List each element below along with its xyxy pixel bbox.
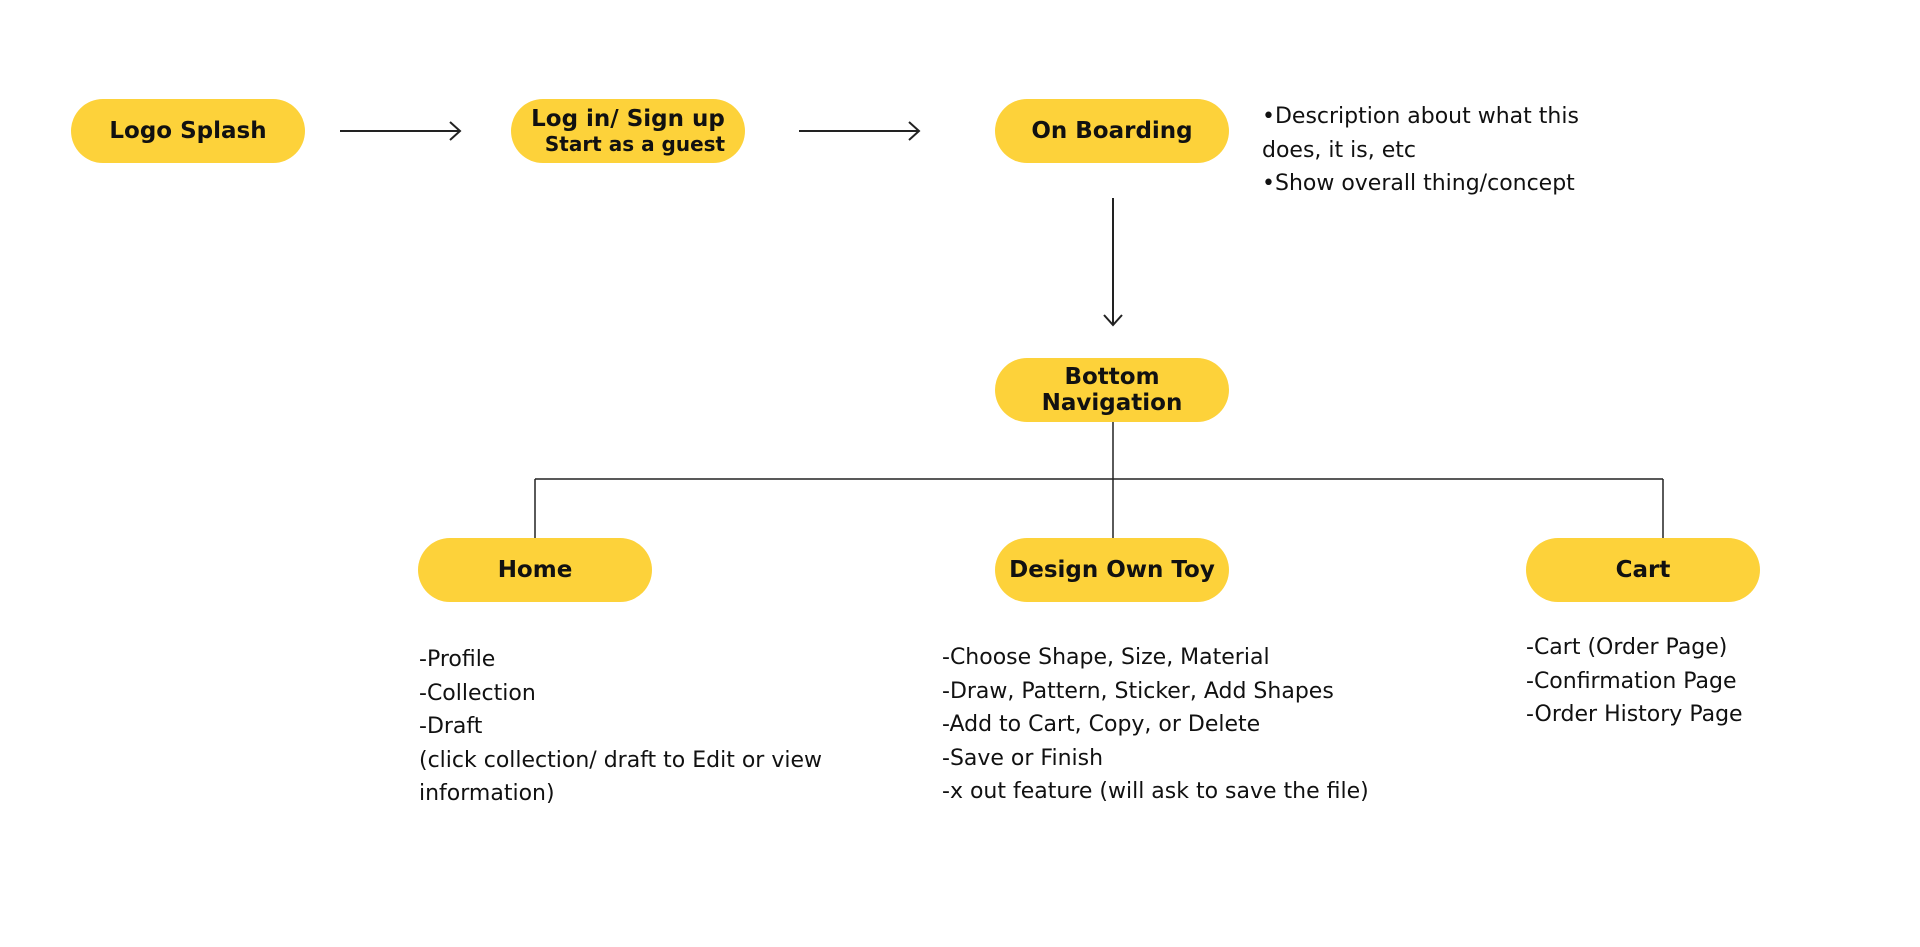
note-line: -Order History Page xyxy=(1526,702,1743,727)
note-home: -Profile -Collection -Draft (click colle… xyxy=(419,643,822,811)
note-line: -Cart (Order Page) xyxy=(1526,635,1728,660)
note-line: does, it is, etc xyxy=(1262,137,1416,163)
node-home-label: Home xyxy=(497,556,573,583)
node-cart-label: Cart xyxy=(1615,556,1671,583)
note-line: information) xyxy=(419,781,555,806)
note-design: -Choose Shape, Size, Material -Draw, Pat… xyxy=(942,641,1369,809)
note-line: -Collection xyxy=(419,680,536,706)
node-guest-label: Start as a guest xyxy=(544,131,726,156)
node-logo-splash: Logo Splash xyxy=(71,99,305,163)
node-bottom-navigation: Bottom Navigation xyxy=(995,358,1229,422)
node-onboarding-label: On Boarding xyxy=(1031,117,1193,144)
note-line: -Add to Cart, Copy, or Delete xyxy=(942,712,1261,737)
node-logo-splash-label: Logo Splash xyxy=(109,117,267,144)
note-line: -Draft xyxy=(419,714,483,739)
note-line: •Show overall thing/concept xyxy=(1262,171,1575,196)
node-login-signup: Log in/ Sign up Start as a guest xyxy=(511,99,745,163)
tree-connector xyxy=(534,421,1664,539)
note-line: -Profile xyxy=(419,647,496,672)
arrow-login-to-onboarding xyxy=(799,121,921,141)
note-line: -Draw, Pattern, Sticker, Add Shapes xyxy=(942,678,1334,704)
note-line: -Confirmation Page xyxy=(1526,668,1737,694)
node-design-own-toy: Design Own Toy xyxy=(995,538,1229,602)
node-login-label: Log in/ Sign up xyxy=(531,106,725,133)
note-line: -Choose Shape, Size, Material xyxy=(942,645,1270,670)
arrow-onboarding-to-bottom-nav xyxy=(1103,198,1123,327)
arrow-splash-to-login xyxy=(340,121,462,141)
note-onboarding: •Description about what this does, it is… xyxy=(1262,100,1579,201)
node-bottom-navigation-label: Bottom Navigation xyxy=(1041,363,1183,416)
note-line: •Description about what this xyxy=(1262,104,1579,129)
note-cart: -Cart (Order Page) -Confirmation Page -O… xyxy=(1526,631,1743,732)
node-cart: Cart xyxy=(1526,538,1760,602)
node-onboarding: On Boarding xyxy=(995,99,1229,163)
note-line: (click collection/ draft to Edit or view xyxy=(419,747,822,773)
note-line: -Save or Finish xyxy=(942,745,1104,771)
note-line: -x out feature (will ask to save the fil… xyxy=(942,779,1369,804)
node-home: Home xyxy=(418,538,652,602)
node-design-label: Design Own Toy xyxy=(1009,556,1215,583)
